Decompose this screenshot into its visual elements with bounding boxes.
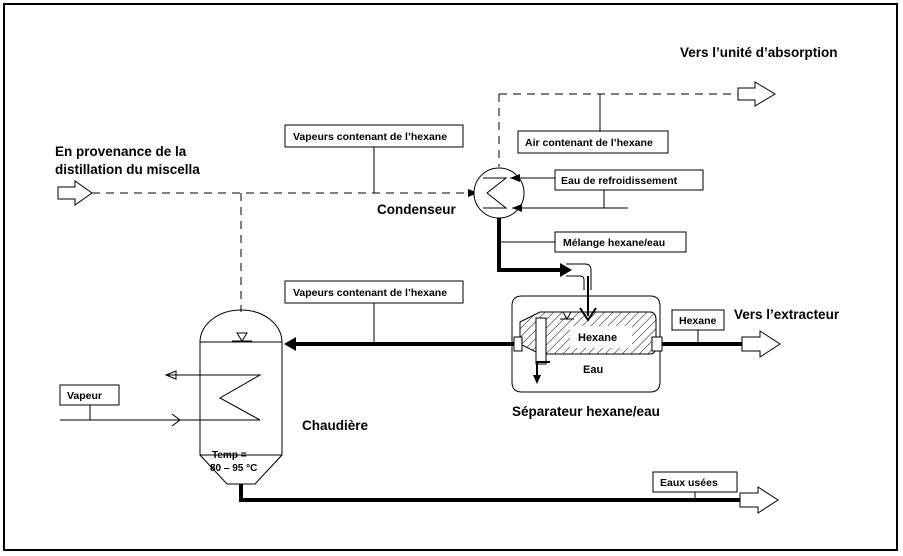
waste-water-arrow [739,486,779,514]
vapeur-text: Vapeur [67,390,102,402]
separator-label: Séparateur hexane/eau [512,404,660,419]
eaux-usees-text: Eaux usées [660,477,718,489]
provenance-label-1: En provenance de la [55,144,187,159]
extractor-label: Vers l’extracteur [734,307,840,322]
hexane-out-text: Hexane [679,315,717,327]
separator-vessel [511,295,661,393]
separator-left-nozzle [513,336,523,352]
condenser-coil [483,177,508,209]
boiler-heating-coil [166,374,262,421]
vapeurs-mid-text: Vapeurs contenant de l’hexane [293,287,447,299]
arrowhead-into-condenser [468,189,478,197]
water-flow-arrowhead [533,375,541,384]
separator-right-nozzle [651,336,663,352]
vapeurs-top-text: Vapeurs contenant de l’hexane [293,131,447,143]
steam-in-arrowhead [171,413,181,427]
mixture-pipe-inner [566,275,585,290]
cooling-water-out-arrowhead [510,174,520,182]
separator-to-boiler-arrowhead [284,337,296,351]
mixture-pipe-outer [566,263,592,290]
mixture-line [497,218,563,272]
eau-refroid-box [554,169,704,191]
air-text: Air contenant de l’hexane [525,137,653,149]
level-indicator-separator [562,311,572,321]
air-box [517,130,669,154]
extractor-arrow [741,330,781,358]
melange-text: Mélange hexane/eau [563,237,665,249]
hexane-layer-bg [570,326,632,348]
steam-out-arrowhead [164,370,177,380]
boiler-temp-line2: 80 – 95 °C [210,463,257,474]
level-indicator-boiler [236,332,248,342]
condenser-label: Condenseur [377,202,457,217]
separator-weir [535,317,547,365]
diagram-frame [3,3,898,551]
mixture-arrowhead [560,263,572,277]
inlet-arrow [57,180,93,206]
boiler-temp-line1: Temp = [212,450,247,461]
separator-water-label: Eau [583,364,603,376]
water-flow-inside [536,361,550,378]
absorption-arrow [737,81,776,107]
eau-refroid-text: Eau de refroidissement [561,175,678,187]
separator-hexane-label: Hexane [578,332,617,344]
absorption-label: Vers l’unité d’absorption [680,45,838,60]
boiler-label: Chaudière [302,418,369,433]
cooling-water-in-arrowhead [512,204,522,212]
provenance-label-2: distillation du miscella [55,162,200,177]
waste-water-line [239,484,740,502]
